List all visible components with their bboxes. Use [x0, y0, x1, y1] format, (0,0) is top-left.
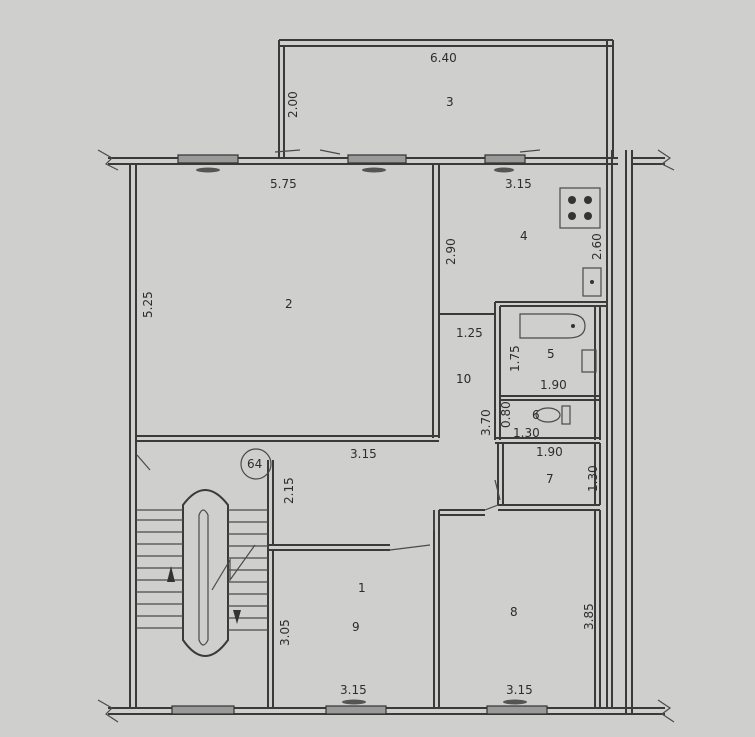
doors	[136, 149, 541, 551]
room-label-8: 8	[510, 605, 518, 619]
dim-kitchen-width: 3.15	[505, 177, 532, 191]
room-label-1: 1	[358, 581, 366, 595]
dim-hall-depth: 2.15	[282, 477, 296, 504]
fixtures	[240, 187, 602, 480]
room-label-3: 3	[446, 95, 454, 109]
windows	[171, 154, 548, 715]
room-label-9: 9	[352, 620, 360, 634]
staircase	[136, 489, 268, 657]
dim-bath-width: 1.90	[540, 378, 567, 392]
room-label-10: 10	[456, 372, 471, 386]
dim-bath-depth: 1.75	[508, 345, 522, 372]
dim-room7-width: 1.90	[536, 445, 563, 459]
dimension-labels: 6.40 2.00 5.75 5.25 3.15 3.15 2.90 2.60 …	[141, 51, 604, 697]
room-label-6: 6	[532, 408, 540, 422]
dim-room2-width: 5.75	[270, 177, 297, 191]
room-labels: 1 2 3 4 5 6 7 8 9 10	[285, 95, 555, 634]
dim-hall-10-depth: 3.70	[479, 409, 493, 436]
room-label-4: 4	[520, 229, 528, 243]
room-label-2: 2	[285, 297, 293, 311]
walls	[97, 39, 675, 723]
dim-hall-1: 1.25	[456, 326, 483, 340]
room-label-7: 7	[546, 472, 554, 486]
stair-badge: 64	[247, 457, 262, 471]
dim-wc-width: 1.30	[513, 426, 540, 440]
dim-kitchen-depth-right: 2.60	[590, 233, 604, 260]
dim-room2-bottom: 3.15	[350, 447, 377, 461]
dim-room8-depth: 3.85	[582, 603, 596, 630]
room-label-5: 5	[547, 347, 555, 361]
dim-balcony-depth: 2.00	[286, 91, 300, 118]
dim-room7-depth: 1.30	[586, 465, 600, 492]
dim-room8-width: 3.15	[506, 683, 533, 697]
dim-room9-depth: 3.05	[278, 619, 292, 646]
dim-balcony-width: 6.40	[430, 51, 457, 65]
dim-room9-width: 3.15	[340, 683, 367, 697]
dim-room2-depth: 5.25	[141, 291, 155, 318]
dim-kitchen-depth-left: 2.90	[444, 238, 458, 265]
dim-wc-depth: 0.80	[499, 401, 513, 428]
